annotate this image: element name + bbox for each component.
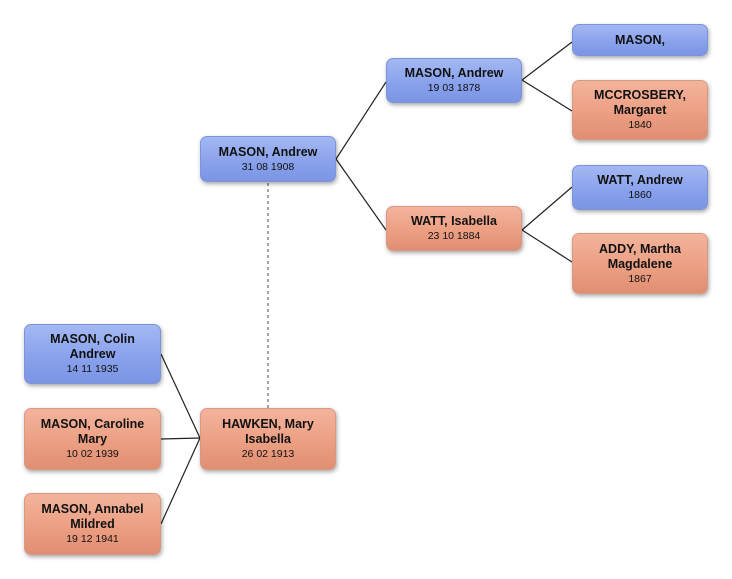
- connector-line: [521, 186, 573, 231]
- person-date: 31 08 1908: [241, 160, 295, 173]
- connector-line: [335, 81, 387, 160]
- person-date: 1840: [628, 119, 652, 131]
- person-date: 19 03 1878: [427, 82, 481, 94]
- person-name: MCCROSBERY, Margaret: [594, 88, 686, 117]
- person-date: 19 12 1941: [66, 533, 119, 545]
- person-date: 10 02 1939: [66, 448, 119, 460]
- connector-line: [521, 79, 573, 112]
- connector-line: [160, 437, 201, 525]
- person-name: ADDY, Martha Magdalene: [599, 241, 681, 271]
- person-node-andrew-watt-1860[interactable]: WATT, Andrew 1860: [572, 165, 708, 210]
- connector-line: [160, 353, 201, 439]
- person-name: MASON, Andrew: [218, 144, 318, 159]
- person-date: 1860: [628, 189, 652, 201]
- person-name: MASON, Annabel Mildred: [41, 502, 144, 531]
- person-node-martha-addy-1867[interactable]: ADDY, Martha Magdalene 1867: [572, 233, 708, 294]
- person-date: 23 10 1884: [427, 230, 481, 242]
- connector-line: [160, 437, 201, 440]
- person-date: 1867: [628, 272, 652, 285]
- person-node-isabella-watt-1884[interactable]: WATT, Isabella 23 10 1884: [386, 206, 522, 251]
- person-node-mason-unknown[interactable]: MASON,: [572, 24, 708, 56]
- connector-line: [521, 41, 573, 81]
- person-node-andrew-mason-1908[interactable]: MASON, Andrew 31 08 1908: [200, 136, 336, 182]
- person-date: 26 02 1913: [241, 448, 295, 460]
- connector-line: [335, 158, 387, 231]
- person-name: MASON,: [615, 32, 665, 47]
- person-name: WATT, Isabella: [411, 214, 497, 228]
- person-node-caroline-mason-1939[interactable]: MASON, Caroline Mary 10 02 1939: [24, 408, 161, 470]
- person-name: MASON, Andrew: [404, 66, 504, 80]
- person-date: 14 11 1935: [66, 363, 119, 375]
- person-node-annabel-mason-1941[interactable]: MASON, Annabel Mildred 19 12 1941: [24, 493, 161, 555]
- person-node-andrew-mason-1878[interactable]: MASON, Andrew 19 03 1878: [386, 58, 522, 103]
- person-name: WATT, Andrew: [597, 173, 683, 187]
- person-name: MASON, Caroline Mary: [40, 417, 145, 446]
- person-node-margaret-mccrosbery-1840[interactable]: MCCROSBERY, Margaret 1840: [572, 80, 708, 140]
- connector-line: [521, 229, 573, 263]
- person-node-colin-mason-1935[interactable]: MASON, Colin Andrew 14 11 1935: [24, 324, 161, 384]
- person-node-mary-hawken-1913[interactable]: HAWKEN, Mary Isabella 26 02 1913: [200, 408, 336, 470]
- person-name: HAWKEN, Mary Isabella: [222, 417, 314, 446]
- person-name: MASON, Colin Andrew: [50, 332, 135, 361]
